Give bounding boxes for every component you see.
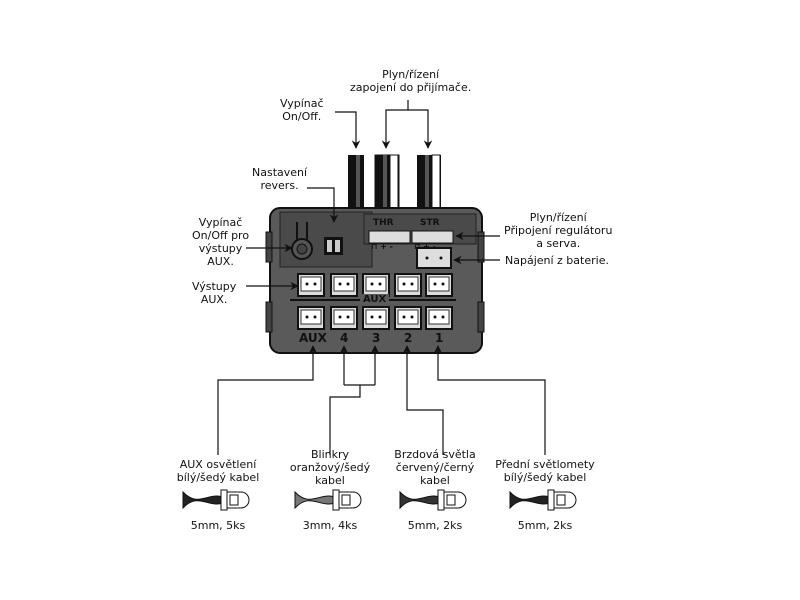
aux-output-ports (297, 273, 453, 330)
label-aux-outputs: Výstupy AUX. (192, 280, 237, 306)
thr-port[interactable] (368, 230, 411, 244)
led-icon (509, 489, 577, 511)
aux-port-1[interactable] (297, 273, 325, 297)
callout-lines (217, 100, 546, 455)
label-throttle-receiver: Plyn/řízení zapojení do přijímače. (350, 68, 472, 94)
led-spec: 5mm, 2ks (407, 519, 463, 532)
switch-cable (348, 155, 364, 210)
aux-bar-label: AUX (360, 294, 390, 305)
led-spec: 3mm, 4ks (302, 519, 358, 532)
port-5[interactable] (425, 306, 453, 330)
str-cable (417, 154, 441, 211)
str-port[interactable] (411, 230, 454, 244)
label-battery: Napájení z baterie. (505, 254, 609, 267)
label-esc-servo: Plyn/řízení Připojení regulátoru a serva… (504, 211, 613, 250)
led-spec: 5mm, 2ks (517, 519, 573, 532)
led-icon (182, 489, 250, 511)
battery-port[interactable] (416, 247, 452, 269)
led-title: Blinkry oranžový/šedý kabel (289, 448, 371, 487)
port-label: 2 (404, 331, 413, 345)
port-label: 3 (372, 331, 381, 345)
aux-port-2[interactable] (330, 273, 358, 297)
led-title: Brzdová světla červený/černý kabel (394, 448, 476, 487)
port-2[interactable] (330, 306, 358, 330)
port-3[interactable] (362, 306, 390, 330)
label-switch: Vypínač On/Off. (280, 97, 324, 123)
thr-pins: ⊓ + - (371, 242, 393, 251)
port-4[interactable] (394, 306, 422, 330)
led-icon (399, 489, 467, 511)
thr-label: THR (373, 218, 394, 228)
thr-cable (374, 154, 400, 211)
str-pins: ⊓ + - (414, 242, 436, 251)
led-icon (294, 489, 362, 511)
led-title: AUX osvětlení bílý/šedý kabel (176, 458, 260, 484)
led-icons (182, 489, 577, 511)
led-spec: 5mm, 5ks (190, 519, 246, 532)
port-1[interactable] (297, 306, 325, 330)
port-label: 4 (340, 331, 349, 345)
str-label: STR (420, 218, 440, 228)
led-title: Přední světlomety bílý/šedý kabel (495, 458, 595, 484)
port-label: 1 (435, 331, 444, 345)
aux-port-5[interactable] (425, 273, 453, 297)
port-label: AUX (299, 331, 327, 345)
label-aux-switch: Vypínač On/Off pro výstupy AUX. (192, 216, 250, 268)
aux-port-4[interactable] (394, 273, 422, 297)
reverse-dip-switch[interactable] (324, 237, 343, 255)
label-reverse: Nastavení revers. (252, 166, 308, 192)
aux-port-3[interactable] (362, 273, 390, 297)
